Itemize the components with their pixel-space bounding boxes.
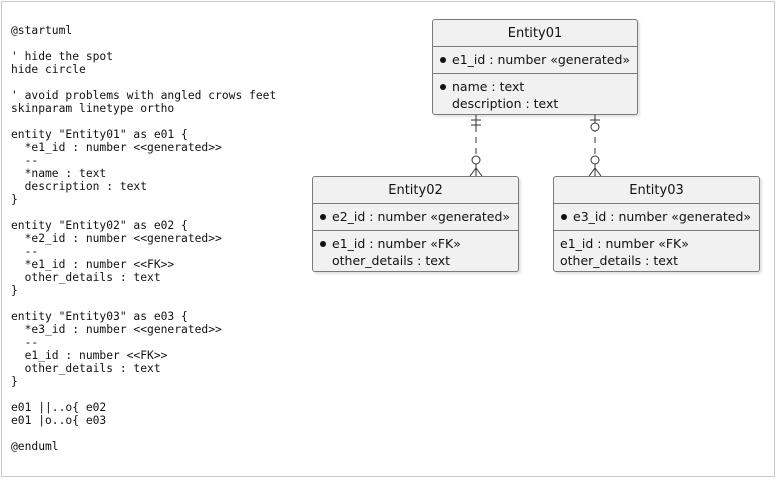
source-line: entity "Entity02" as e02 { [11, 219, 188, 232]
entity-e02: Entity02 e2_id : number «generated» e1_i… [312, 176, 519, 272]
entity-title: Entity02 [388, 183, 443, 198]
source-line: } [11, 375, 18, 388]
source-line: } [11, 284, 18, 297]
source-line: e01 ||..o{ e02 [11, 401, 107, 414]
entity-field: other_details : text [560, 253, 679, 268]
relation-e01-e03 [588, 115, 602, 177]
entity-key-field: e3_id : number «generated» [554, 208, 759, 225]
entity-key-field: e2_id : number «generated» [313, 208, 518, 225]
entity-field: other_details : text [332, 253, 451, 268]
source-line: *e2_id : number <<generated>> [11, 232, 222, 245]
cardinality-exactly-one-marker [471, 115, 481, 129]
source-line: ' hide the spot [11, 50, 114, 63]
entity-e01: Entity01 e1_id : number «generated» name… [432, 19, 638, 115]
entity-e03: Entity03 e3_id : number «generated» e1_i… [553, 176, 760, 272]
relation-e01-e02 [469, 115, 483, 177]
source-line: other_details : text [11, 362, 161, 375]
entity-key-field: e1_id : number «generated» [433, 51, 637, 68]
source-line: -- [11, 154, 39, 167]
source-line: other_details : text [11, 271, 161, 284]
source-line: *e3_id : number <<generated>> [11, 323, 222, 336]
entity-field: e1_id : number «FK» [560, 236, 689, 251]
entity-field: description : text [452, 96, 559, 111]
source-line: -- [11, 336, 39, 349]
source-line: @startuml [11, 24, 73, 37]
cardinality-zero-or-many-marker [588, 155, 602, 177]
source-line: ' avoid problems with angled crows feet [11, 89, 277, 102]
source-line: @enduml [11, 440, 59, 453]
entity-title: Entity01 [507, 26, 563, 41]
source-line: entity "Entity01" as e01 { [11, 128, 188, 141]
entity-field: name : text [433, 78, 637, 95]
source-line: e1_id : number <<FK>> [11, 349, 168, 362]
source-line: } [11, 193, 18, 206]
source-line: hide circle [11, 63, 86, 76]
source-line: *e1_id : number <<FK>> [11, 258, 175, 271]
cardinality-zero-or-many-marker [469, 155, 483, 177]
source-line: *e1_id : number <<generated>> [11, 141, 222, 154]
source-line: e01 |o..o{ e03 [11, 414, 107, 427]
entity-field: e1_id : number «FK» [313, 235, 518, 252]
cardinality-zero-or-one-marker [590, 115, 600, 132]
entity-title: Entity03 [629, 183, 684, 198]
source-line: -- [11, 245, 39, 258]
source-line: description : text [11, 180, 148, 193]
source-line: entity "Entity03" as e03 { [11, 310, 188, 323]
source-line: *name : text [11, 167, 107, 180]
source-line: skinparam linetype ortho [11, 102, 175, 115]
